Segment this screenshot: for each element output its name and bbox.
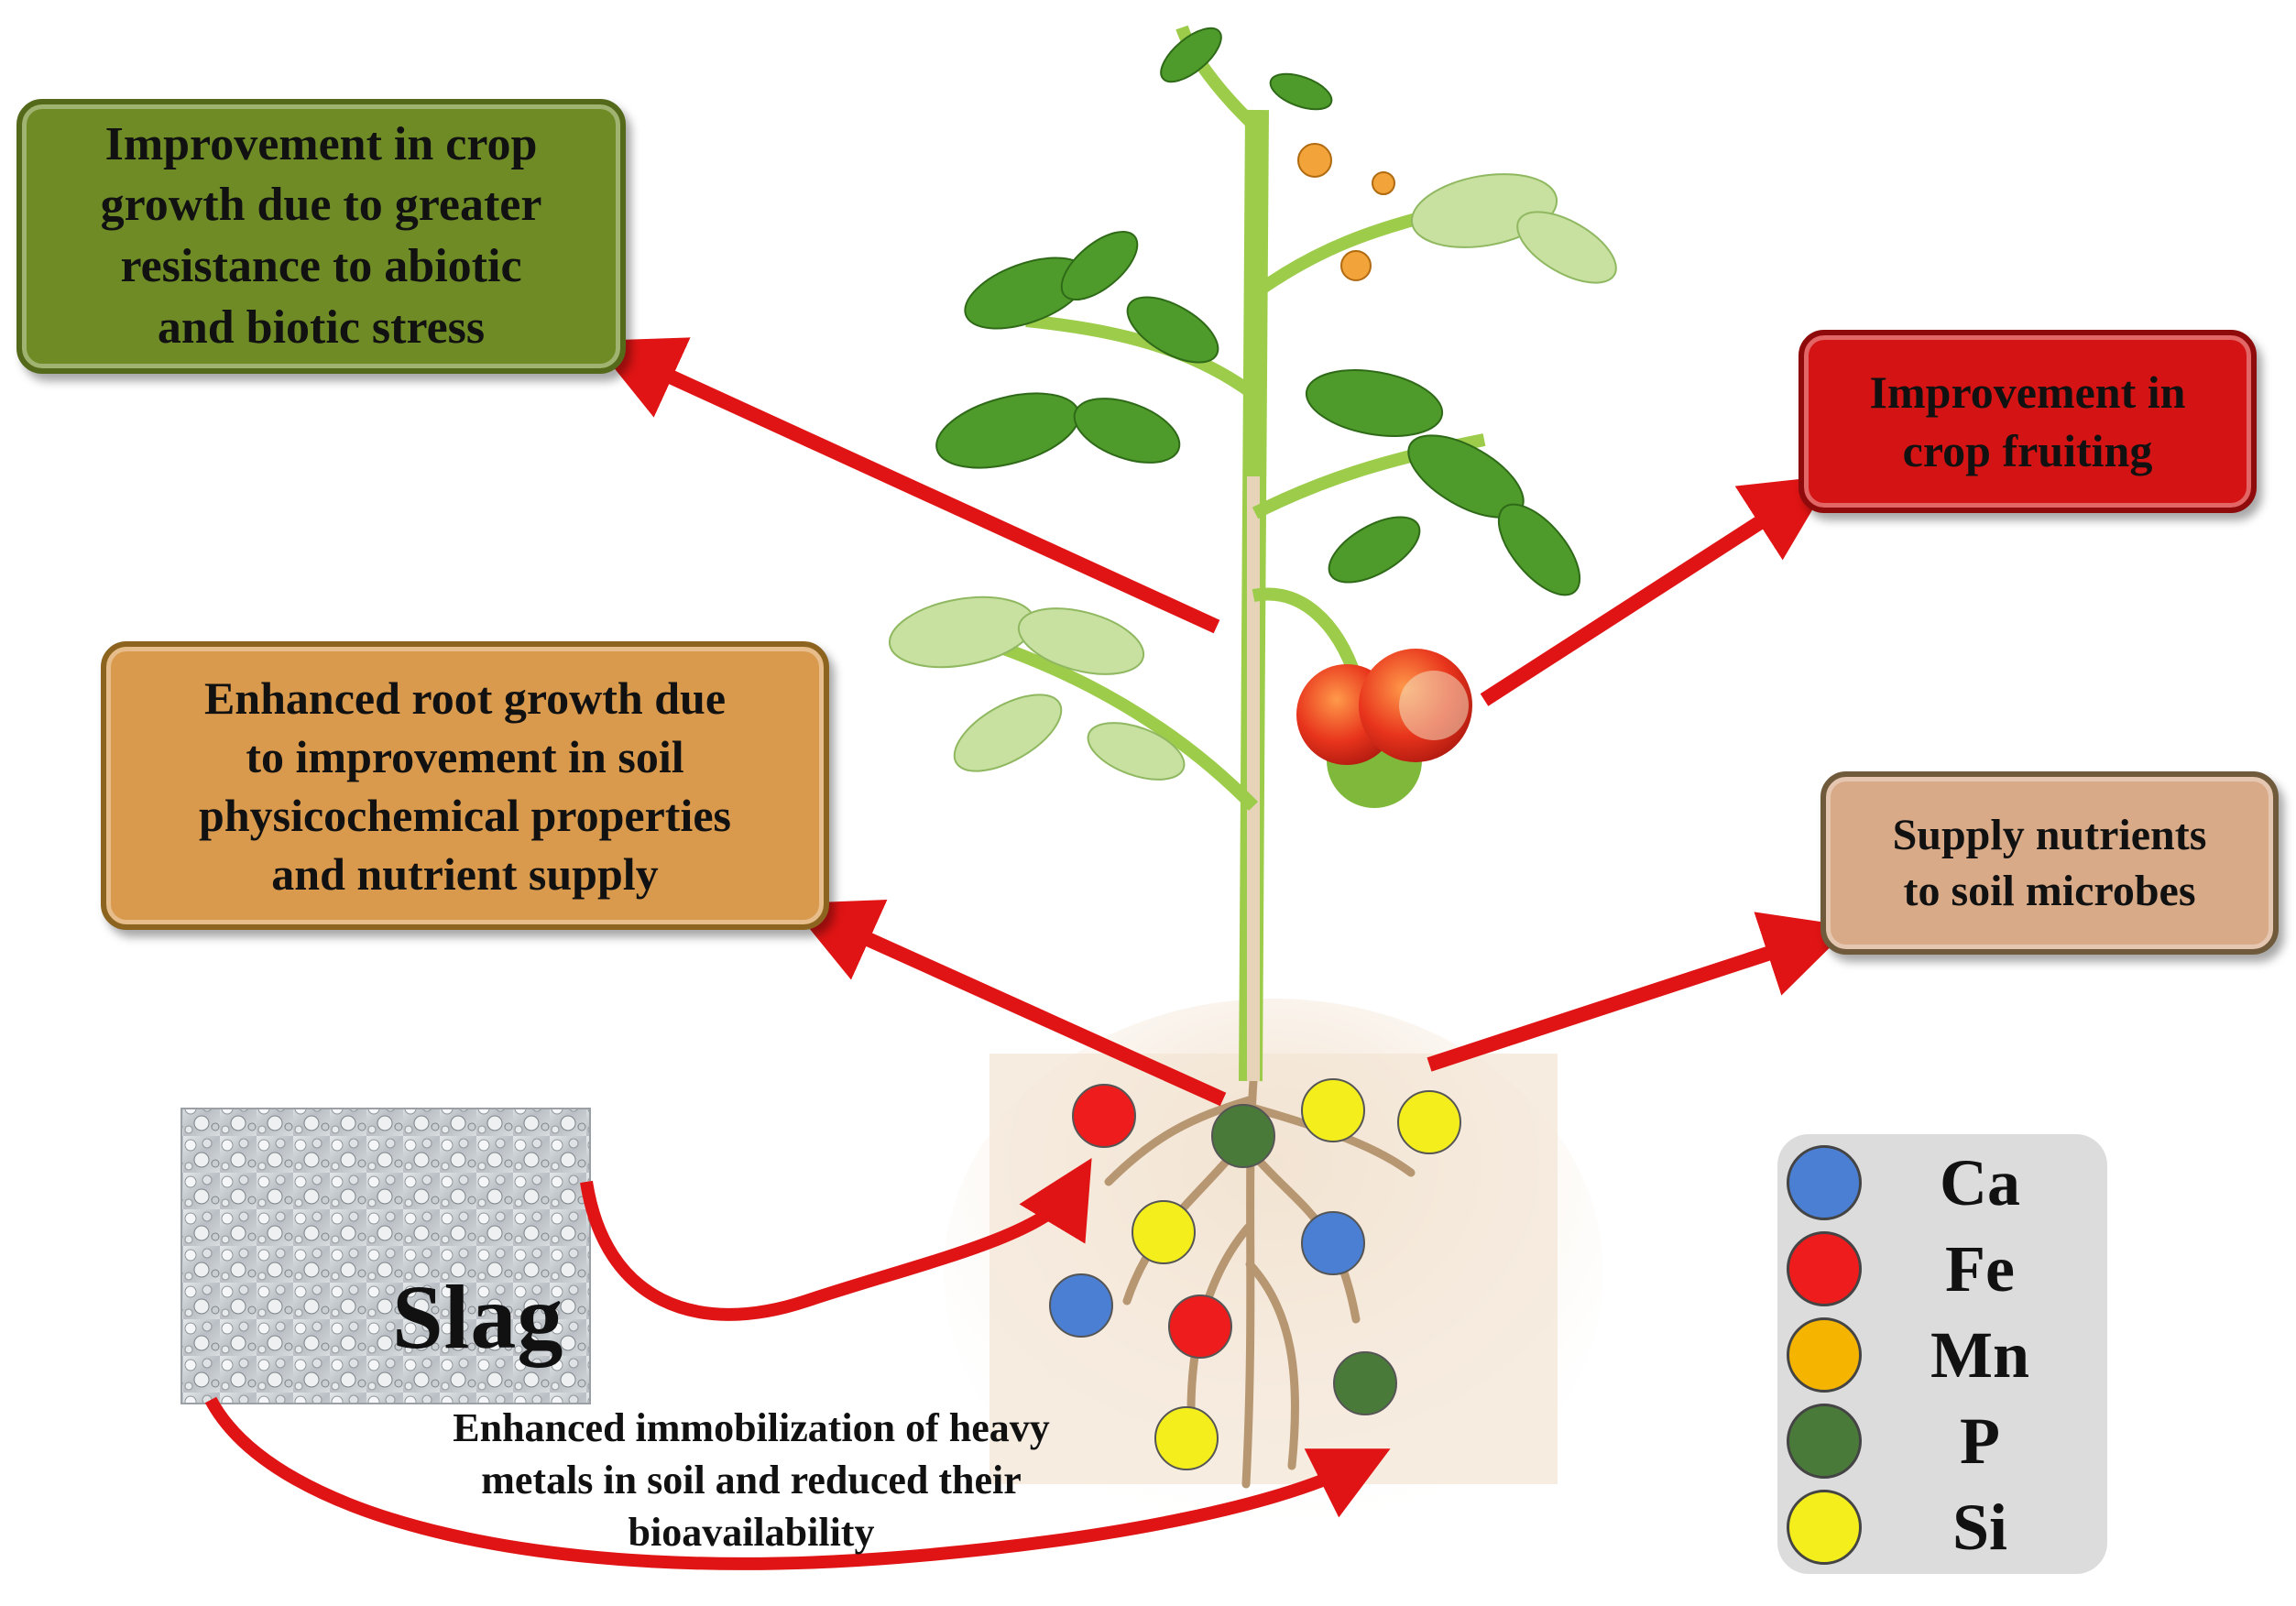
soil-microbes-line: Supply nutrients [1892,810,2207,859]
mn-swatch [1787,1317,1862,1393]
crop-fruiting-line: crop fruiting [1902,425,2153,476]
soil-microbes-box: Supply nutrients to soil microbes [1820,771,2279,955]
ca-swatch [1787,1145,1862,1220]
heavy-metals-caption: Enhanced immobilization of heavy metals … [366,1402,1136,1559]
p-swatch [1787,1404,1862,1479]
heavy-metals-line: Enhanced immobilization of heavy [453,1405,1050,1450]
legend-label: Fe [1945,1231,2015,1306]
heavy-metals-line: metals in soil and reduced their [481,1458,1022,1503]
crop-growth-line: and biotic stress [157,300,486,354]
nutrient-beads [1049,1078,1461,1470]
fe-swatch [1787,1231,1862,1306]
legend-label: Si [1952,1490,2008,1564]
crop-growth-line: growth due to greater [100,179,542,232]
tomatoes [1296,649,1472,808]
crop-growth-line: Improvement in crop [104,117,538,170]
crop-fruiting-line: Improvement in [1869,366,2186,418]
flowers [1297,143,1395,281]
crop-growth-box: Improvement in crop growth due to greate… [16,99,626,374]
si-swatch [1787,1490,1862,1565]
curved-arrows [204,1158,1391,1570]
legend-label: P [1960,1404,2000,1478]
legend-item-mn: Mn [1787,1314,2098,1396]
legend-item-fe: Fe [1787,1228,2098,1310]
slag-image [180,1108,591,1404]
slag-label: Slag [392,1266,564,1368]
root-growth-line: and nutrient supply [271,847,659,900]
root-growth-line: Enhanced root growth due [203,672,727,724]
crop-fruiting-box: Improvement in crop fruiting [1799,330,2257,513]
heavy-metals-line: bioavailability [628,1510,875,1556]
root-growth-line: physicochemical properties [199,789,731,841]
crop-growth-line: resistance to abiotic [120,240,522,292]
element-legend: Ca Fe Mn P Si [1777,1134,2107,1574]
legend-item-si: Si [1787,1486,2098,1568]
legend-item-p: P [1787,1400,2098,1482]
leaves [935,27,1581,596]
root-growth-line: to improvement in soil [246,730,684,782]
legend-item-ca: Ca [1787,1142,2098,1224]
root-growth-box: Enhanced root growth due to improvement … [101,641,829,930]
pale-leaves [888,173,1617,781]
legend-label: Mn [1930,1317,2029,1392]
soil-microbes-line: to soil microbes [1903,867,2196,915]
arrows [592,337,1852,1107]
legend-label: Ca [1940,1145,2020,1219]
